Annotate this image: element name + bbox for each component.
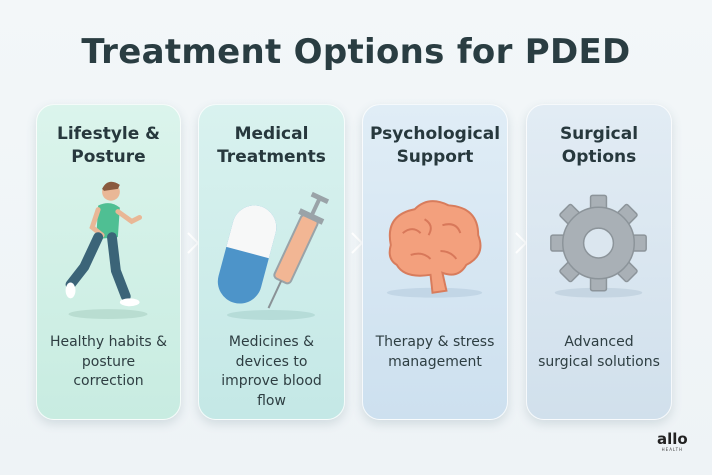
card-description: Therapy & stress management xyxy=(375,334,495,370)
card-lifestyle-posture: Lifestyle &Posture Healthy habits & post… xyxy=(36,104,181,420)
brain-icon xyxy=(386,200,483,298)
card-description: Medicines & devices to improve blood flo… xyxy=(221,334,322,409)
allo-health-logo: allo HEALTH xyxy=(657,430,688,453)
card-description: Healthy habits & posture correction xyxy=(49,334,168,389)
running-man-icon xyxy=(65,181,148,320)
pill-and-syringe-icon xyxy=(217,191,330,320)
gear-icon xyxy=(550,194,647,298)
page-title: Treatment Options for PDED xyxy=(81,32,631,72)
card-title: Lifestyle &Posture xyxy=(56,124,160,167)
card-description: Advanced surgical solutions xyxy=(538,334,660,370)
